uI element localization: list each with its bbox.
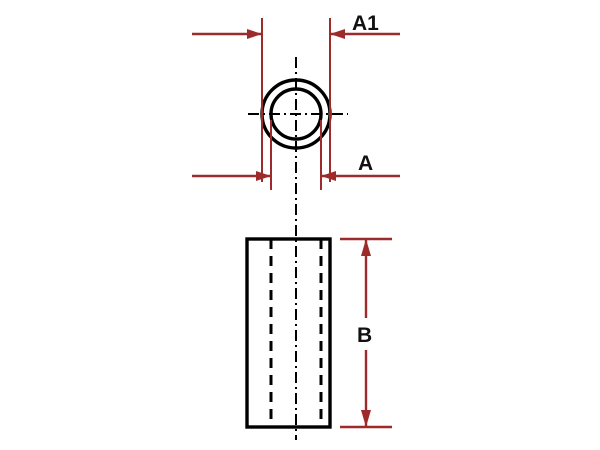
center-lines	[248, 57, 348, 440]
a1-arrowhead-right	[330, 29, 345, 39]
dimension-label-a1: A1	[352, 12, 379, 35]
body-rectangle	[245, 237, 332, 429]
a-arrowhead-left	[256, 171, 271, 181]
b-arrowhead-bottom	[361, 410, 371, 427]
dimension-a1: A1	[192, 12, 400, 182]
dimension-label-a: A	[358, 152, 373, 175]
dimension-label-b: B	[357, 324, 372, 347]
dimension-b: B	[340, 237, 392, 429]
dimension-a: A	[192, 120, 400, 190]
a1-arrowhead-left	[247, 29, 262, 39]
front-view-body	[245, 237, 332, 429]
b-arrowhead-top	[361, 239, 371, 256]
a-arrowhead-right	[321, 171, 336, 181]
